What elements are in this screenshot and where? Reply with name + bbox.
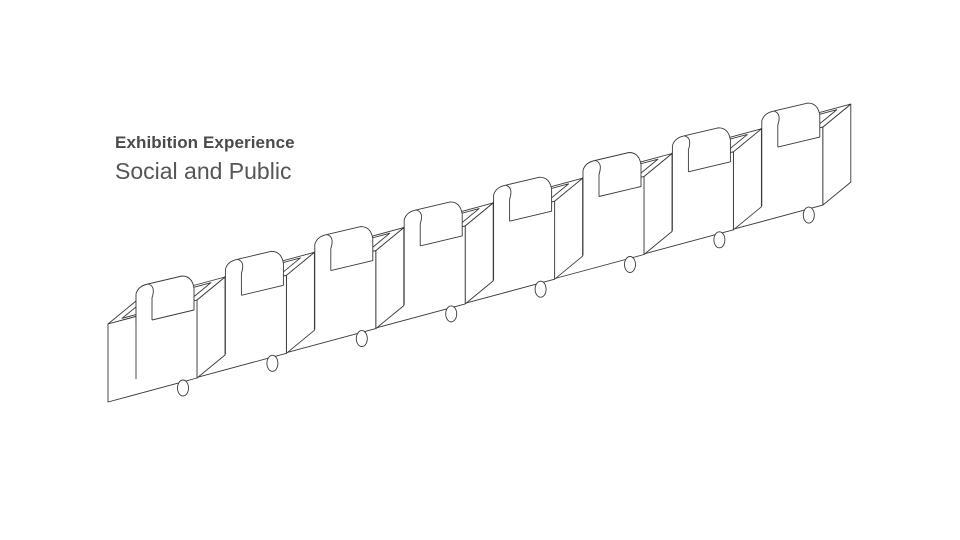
- unit-scroll: [314, 226, 374, 275]
- unit-scroll: [582, 152, 642, 201]
- unit-slot: [177, 379, 189, 397]
- unit-slot: [355, 330, 368, 348]
- unit-scroll: [224, 250, 284, 300]
- unit-scroll: [671, 127, 731, 176]
- units-row: [107, 102, 852, 403]
- unit-scroll: [403, 201, 463, 250]
- display-unit: [107, 275, 226, 403]
- unit-slot: [445, 305, 458, 323]
- unit-slot: [802, 206, 815, 224]
- unit-scroll: [761, 102, 821, 152]
- exhibition-heading: Exhibition Experience: [115, 133, 295, 152]
- unit-slot: [534, 280, 547, 298]
- unit-slot: [713, 231, 726, 249]
- unit-scroll: [493, 176, 553, 226]
- unit-scroll: [135, 275, 195, 324]
- unit-slot: [266, 354, 279, 372]
- unit-slot: [624, 256, 636, 273]
- exhibition-subheading: Social and Public: [115, 158, 292, 184]
